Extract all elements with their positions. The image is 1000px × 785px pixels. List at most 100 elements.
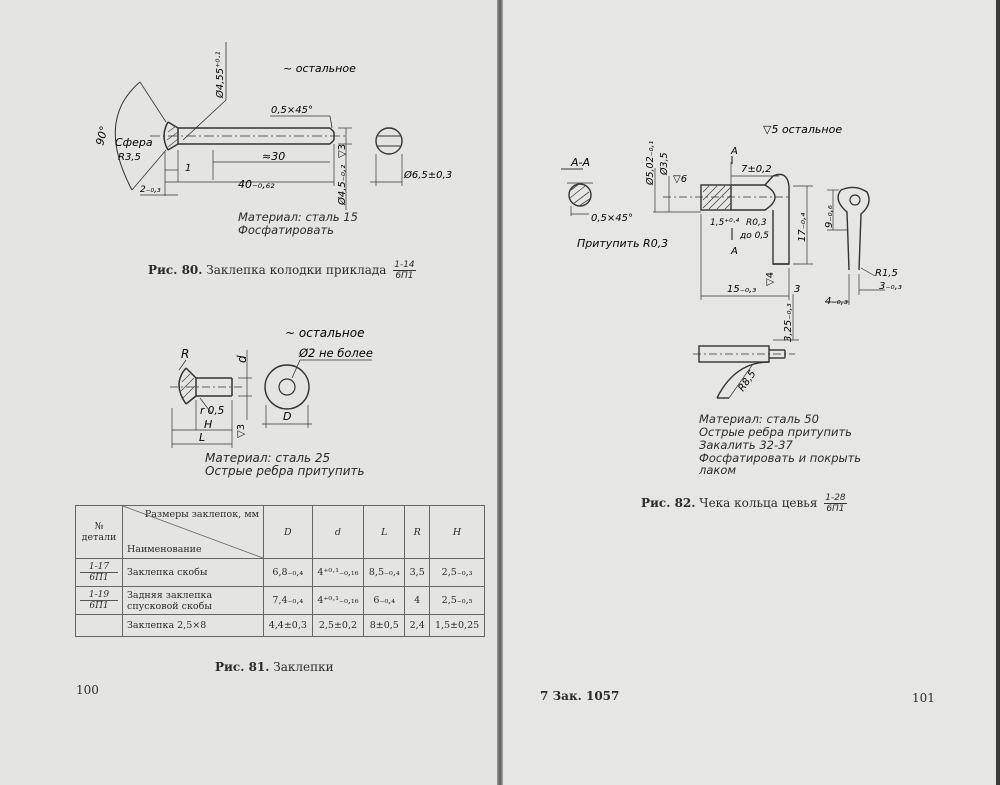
table-cell-R: 4 bbox=[404, 586, 431, 615]
fig82-dim-15: 15₋₀,₃ bbox=[727, 284, 756, 295]
page-number-left: 100 bbox=[76, 683, 99, 697]
fig80-caption-text: Заклепка колодки приклада bbox=[206, 263, 387, 277]
fig82-dim-d502: Ø5,02₋₀,₁ bbox=[645, 141, 656, 186]
table-cell-d: 4⁺⁰·¹₋₀,₁₆ bbox=[311, 586, 365, 615]
fig82-caption-fraction: 1-28 6П1 bbox=[824, 493, 847, 514]
footer-order-number: 7 Зак. 1057 bbox=[540, 689, 620, 703]
table-row: Заклепка 2,5×8 4,4±0,3 2,5±0,2 8±0,5 2,4… bbox=[75, 614, 485, 637]
fig80-dim-2: 2₋₀,₃ bbox=[140, 185, 161, 195]
fig80-roughness: ▽3 bbox=[337, 144, 348, 158]
fig81-label-D: D bbox=[283, 410, 291, 423]
fig82-dim-3b: 3₋₀,₃ bbox=[879, 281, 902, 292]
fig82-note-1: Острые ребра притупить bbox=[699, 425, 852, 439]
book-gutter bbox=[497, 0, 503, 785]
fig82-dim-325: 3,25₋₀,₃ bbox=[783, 303, 794, 342]
table-cell-D: 7,4₋₀,₄ bbox=[263, 586, 313, 615]
table-cell-D: 6,8₋₀,₄ bbox=[263, 558, 313, 587]
fig81-caption-num: Рис. 81. bbox=[215, 660, 270, 674]
fig82-note-2: Закалить 32-37 bbox=[699, 438, 793, 452]
fig82-note-top: ▽5 остальное bbox=[763, 123, 842, 136]
table-cell-D: 4,4±0,3 bbox=[263, 614, 313, 637]
right-page: ▽5 остальное А-А 0,5×45° Притупить R0,3 … bbox=[503, 0, 1000, 785]
fig82-dim-15-04: 1,5⁺⁰·⁴ bbox=[710, 218, 740, 228]
fig82-drawing: ▽5 остальное А-А 0,5×45° Притупить R0,3 … bbox=[561, 123, 902, 399]
table-cell-L: 8±0,5 bbox=[363, 614, 406, 637]
table-cell-R: 3,5 bbox=[404, 558, 431, 587]
fig80-label-sphere: Сфера bbox=[115, 136, 153, 149]
fig81-label-R: R bbox=[181, 347, 189, 361]
table-cell-R: 2,4 bbox=[404, 614, 431, 637]
fig82-dim-d35: Ø3,5 bbox=[659, 152, 670, 176]
fig82-dim-4: 4₋₀,₃ bbox=[825, 296, 848, 307]
fig80-note-top: ~ остальное bbox=[283, 62, 356, 75]
fig80-finish: Фосфатировать bbox=[238, 223, 334, 237]
table-cell-d: 2,5±0,2 bbox=[311, 614, 365, 637]
fig80-dim-30: ≈30 bbox=[262, 150, 285, 163]
fig82-material: Материал: сталь 50 bbox=[699, 412, 819, 426]
table-col-D: D bbox=[263, 505, 313, 559]
fig82-dim-do05: до 0,5 bbox=[739, 231, 769, 241]
table-cell-H: 2,5₋₀,₃ bbox=[429, 558, 485, 587]
fig81-material: Материал: сталь 25 bbox=[205, 451, 331, 465]
fig80-dim-chamfer: 0,5×45° bbox=[271, 105, 313, 116]
table-cell-H: 1,5±0,25 bbox=[429, 614, 485, 637]
fig80-dim-1: 1 bbox=[185, 163, 191, 174]
fig80-caption-fraction: 1-14 6П1 bbox=[393, 260, 416, 281]
fig82-section: А-А bbox=[570, 156, 590, 169]
fig82-label-A1: А bbox=[730, 146, 738, 157]
table-cell-L: 6₋₀,₄ bbox=[363, 586, 406, 615]
fig81-label-H: H bbox=[204, 418, 212, 431]
fig82-dim-3: 3 bbox=[794, 284, 800, 295]
fig82-label-A2: А bbox=[730, 246, 738, 257]
fig80-label-r35: R3,5 bbox=[118, 152, 141, 163]
fig82-note-3: Фосфатировать и покрыть bbox=[699, 451, 862, 465]
table-row-no bbox=[75, 614, 123, 637]
fig80-dim-d455: Ø4,55⁺⁰·¹ bbox=[214, 51, 226, 99]
fig82-caption-text: Чека кольца цевья bbox=[699, 496, 818, 510]
table-cell-H: 2,5₋₀,₅ bbox=[429, 586, 485, 615]
table-header-no: № детали bbox=[75, 505, 123, 559]
table-header-diagonal: Размеры заклепок, мм Наименование bbox=[122, 505, 264, 559]
table-cell-d: 4⁺⁰·¹₋₀,₁₆ bbox=[311, 558, 365, 587]
fig81-label-d: d bbox=[235, 355, 249, 363]
fig80-drawing: ~ остальное Ø4,55⁺⁰·¹ 0,5×45° Сфера R3,5… bbox=[93, 42, 452, 210]
rivet-table: № детали Размеры заклепок, мм Наименован… bbox=[75, 505, 485, 637]
page-number-right: 101 bbox=[912, 691, 935, 705]
fig81-caption-text: Заклепки bbox=[273, 660, 334, 674]
fig82-dim-17: 17₋₀,₄ bbox=[797, 213, 808, 242]
table-col-R: R bbox=[404, 505, 431, 559]
fig82-note-4: лаком bbox=[699, 463, 737, 477]
fig82-dim-7: 7±0,2 bbox=[741, 164, 772, 175]
fig82-blunt: Притупить R0,3 bbox=[577, 237, 668, 250]
table-row-name: Задняя заклепка спусковой скобы bbox=[122, 586, 264, 615]
fig81-label-L: L bbox=[199, 431, 205, 444]
fig80-label-90: 90° bbox=[93, 125, 111, 147]
fig82-dim-r03: R0,3 bbox=[746, 218, 767, 228]
fig81-drawing: ~ остальное Ø2 не более R d r 0,5 H L D … bbox=[170, 326, 373, 448]
fig81-label-r05: r 0,5 bbox=[200, 405, 225, 417]
left-page: ~ остальное Ø4,55⁺⁰·¹ 0,5×45° Сфера R3,5… bbox=[0, 0, 498, 785]
fig82-dim-chamfer: 0,5×45° bbox=[591, 213, 633, 224]
table-row-name: Заклепка 2,5×8 bbox=[122, 614, 264, 637]
fig81-edges: Острые ребра притупить bbox=[205, 464, 365, 478]
fig80-caption: Рис. 80. Заклепка колодки приклада 1-14 … bbox=[148, 260, 416, 281]
table-header-name: Наименование bbox=[127, 544, 202, 555]
fig82-caption-num: Рис. 82. bbox=[641, 496, 696, 510]
fig82-dim-r15: R1,5 bbox=[875, 268, 898, 279]
table-col-H: H bbox=[429, 505, 485, 559]
fig80-dim-d65: Ø6,5±0,3 bbox=[403, 169, 452, 181]
fig82-dim-r85: R8,5 bbox=[736, 369, 758, 394]
fig81-note-d2: Ø2 не более bbox=[298, 346, 373, 360]
fig82-rough4: ▽4 bbox=[765, 272, 776, 286]
fig81-note-top: ~ остальное bbox=[285, 326, 364, 340]
table-header-sizes: Размеры заклепок, мм bbox=[144, 509, 259, 520]
table-row-name: Заклепка скобы bbox=[122, 558, 264, 587]
fig82-dim-9: 9₋₀,₆ bbox=[824, 205, 835, 228]
table-cell-L: 8,5₋₀,₄ bbox=[363, 558, 406, 587]
book-edge-right bbox=[996, 0, 1000, 785]
table-col-d: d bbox=[311, 505, 365, 559]
